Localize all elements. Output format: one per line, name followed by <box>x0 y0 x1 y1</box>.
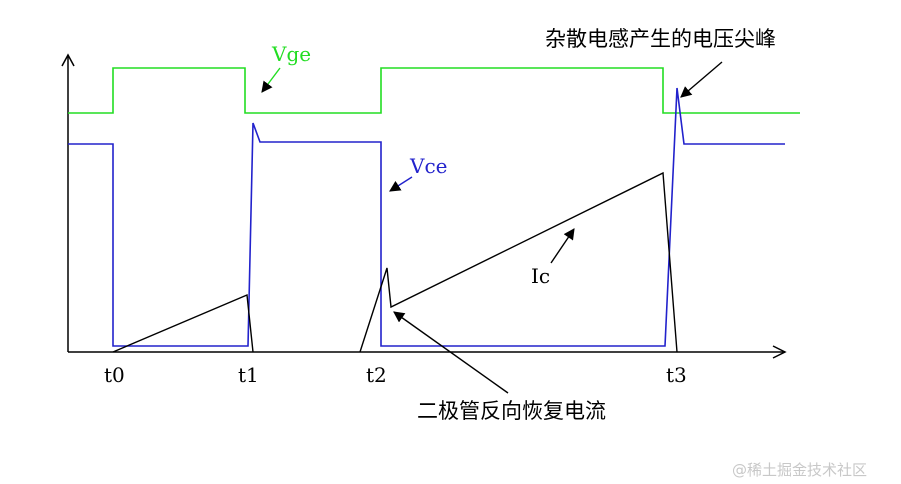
label-arrows <box>261 61 723 394</box>
ic-arrow-icon <box>550 228 575 264</box>
spike-arrow-icon <box>680 61 723 98</box>
recovery-arrow-icon <box>393 311 509 394</box>
vge-arrow-icon <box>261 67 281 93</box>
vce-label: Vce <box>409 154 447 178</box>
watermark: @稀土掘金技术社区 <box>732 461 867 479</box>
vge-label: Vge <box>271 42 311 66</box>
ic-waveform <box>112 293 254 353</box>
time-labels: t0 t1 t2 t3 <box>104 363 687 387</box>
vce-waveform <box>68 87 785 347</box>
vce-arrow-icon <box>389 176 413 192</box>
y-axis-arrow-icon <box>61 53 75 67</box>
ic-waveform-2 <box>359 171 678 353</box>
vge-waveform <box>68 67 800 114</box>
spike-annotation: 杂散电感产生的电压尖峰 <box>545 27 776 51</box>
ic-label: Ic <box>531 264 550 288</box>
time-label-t2: t2 <box>366 363 387 387</box>
recovery-annotation: 二极管反向恢复电流 <box>417 399 606 423</box>
time-label-t3: t3 <box>666 363 687 387</box>
time-label-t1: t1 <box>238 363 259 387</box>
time-label-t0: t0 <box>104 363 125 387</box>
axes <box>61 53 787 359</box>
x-axis-arrow-icon <box>772 345 787 359</box>
